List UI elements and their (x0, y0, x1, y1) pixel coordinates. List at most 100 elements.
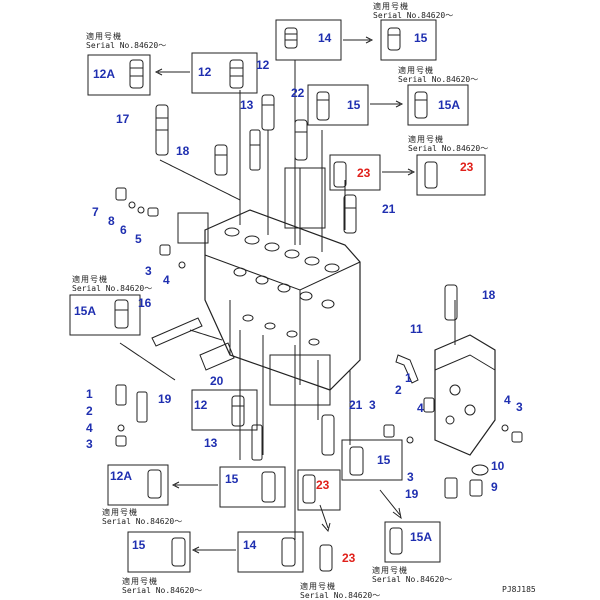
part-glyph-20 (199, 342, 235, 371)
arrow-to-23-bottom (319, 504, 331, 533)
callout-15: 15 (132, 538, 146, 552)
part-glyph-23b (424, 161, 438, 189)
serial-note: Serial No.84620～ (72, 284, 153, 293)
callout-3: 3 (86, 437, 93, 451)
callout-3: 3 (145, 264, 152, 278)
box-14-top (275, 19, 342, 61)
serial-note: Serial No.84620～ (373, 11, 454, 20)
callout-12: 12 (198, 65, 212, 79)
callout-23: 23 (357, 166, 371, 180)
arrow-to-15a-bottom (379, 489, 402, 520)
serial-note-jp: 適用号機 (373, 2, 409, 11)
part-glyph-15a-left (114, 299, 129, 329)
part-glyph-11 (395, 354, 419, 384)
arrow-15-to-12a (171, 481, 218, 489)
callout-21: 21 (349, 398, 363, 412)
part-glyph-right-small (383, 397, 523, 499)
callout-15: 15 (414, 31, 428, 45)
callout-4: 4 (86, 421, 93, 435)
part-glyph-23-low (302, 474, 316, 504)
box-12-low (191, 389, 258, 431)
callout-12a: 12A (93, 67, 116, 81)
callout-13: 13 (204, 436, 218, 450)
callout-19: 19 (405, 487, 419, 501)
part-glyph-12a-low (147, 469, 162, 499)
callout-6: 6 (120, 223, 127, 237)
part-glyph-21 (343, 194, 357, 234)
box-23-low (297, 469, 341, 511)
part-glyph-13b (251, 424, 263, 461)
serial-note-jp: 適用号機 (86, 32, 122, 41)
callout-13: 13 (240, 98, 254, 112)
callout-3: 3 (407, 470, 414, 484)
callout-18: 18 (176, 144, 190, 158)
callout-5: 5 (135, 232, 142, 246)
callout-12a: 12A (110, 469, 133, 483)
part-glyph-19a (136, 391, 148, 423)
callout-23: 23 (460, 160, 474, 174)
callout-2: 2 (86, 404, 93, 418)
part-glyph-13a (249, 129, 261, 171)
serial-note: Serial No.84620～ (408, 144, 489, 153)
part-glyph-3-4a (159, 244, 186, 269)
box-12-top (191, 52, 258, 94)
box-23-mid (329, 154, 381, 191)
box-14-bottom (237, 531, 304, 573)
callout-21: 21 (382, 202, 396, 216)
part-glyph-17 (155, 104, 169, 156)
serial-note: Serial No.84620～ (372, 575, 453, 584)
callout-15: 15 (225, 472, 239, 486)
part-glyph-18a (214, 144, 228, 176)
callout-22: 22 (291, 86, 305, 100)
box-15a-mid (407, 84, 469, 126)
arrow-14-to-15-bottom (191, 546, 236, 554)
callout-23: 23 (342, 551, 356, 565)
callout-15a: 15A (438, 98, 461, 112)
serial-note-jp: 適用号機 (102, 508, 138, 517)
callout-11: 11 (410, 322, 423, 336)
part-glyph-15-bottom (171, 537, 186, 567)
serial-note: Serial No.84620～ (122, 586, 203, 595)
callout-9: 9 (491, 480, 498, 494)
box-15-low2 (219, 466, 286, 508)
secondary-valve-body (434, 334, 496, 456)
callout-23: 23 (316, 478, 330, 492)
callout-18: 18 (482, 288, 496, 302)
serial-note-jp: 適用号機 (398, 66, 434, 75)
callout-4: 4 (163, 273, 170, 287)
callout-15: 15 (347, 98, 361, 112)
part-glyph-22 (294, 119, 308, 161)
callout-8: 8 (108, 214, 115, 228)
part-glyph-15-top (387, 27, 401, 51)
callout-14: 14 (318, 31, 332, 45)
callout-1: 1 (405, 371, 412, 385)
serial-note: Serial No.84620～ (398, 75, 479, 84)
callout-20: 20 (210, 374, 224, 388)
part-glyph-1-2-4-3 (115, 384, 127, 447)
part-glyph-23-bottom (319, 544, 333, 572)
callout-15a: 15A (74, 304, 97, 318)
part-glyph-16 (151, 317, 203, 347)
callout-10: 10 (491, 459, 505, 473)
callout-3: 3 (369, 398, 376, 412)
callout-14: 14 (243, 538, 257, 552)
serial-note-jp: 適用号機 (372, 566, 408, 575)
box-15a-low (384, 521, 441, 563)
part-glyph-15-mid (316, 91, 330, 121)
box-15a-left (69, 294, 141, 336)
callout-12: 12 (194, 398, 208, 412)
part-glyph-12-low (231, 395, 245, 427)
callout-15: 15 (377, 453, 391, 467)
callout-16: 16 (138, 296, 152, 310)
serial-note-jp: 適用号機 (122, 577, 158, 586)
part-glyph-12a-top (129, 59, 144, 89)
main-valve-body (204, 209, 361, 391)
serial-note: Serial No.84620～ (86, 41, 167, 50)
part-glyph-18b (444, 284, 458, 321)
arrow-15-to-15a (370, 100, 404, 108)
box-23-right (416, 154, 486, 196)
part-glyph-15a-mid (414, 91, 428, 119)
serial-note-jp: 適用号機 (408, 135, 444, 144)
